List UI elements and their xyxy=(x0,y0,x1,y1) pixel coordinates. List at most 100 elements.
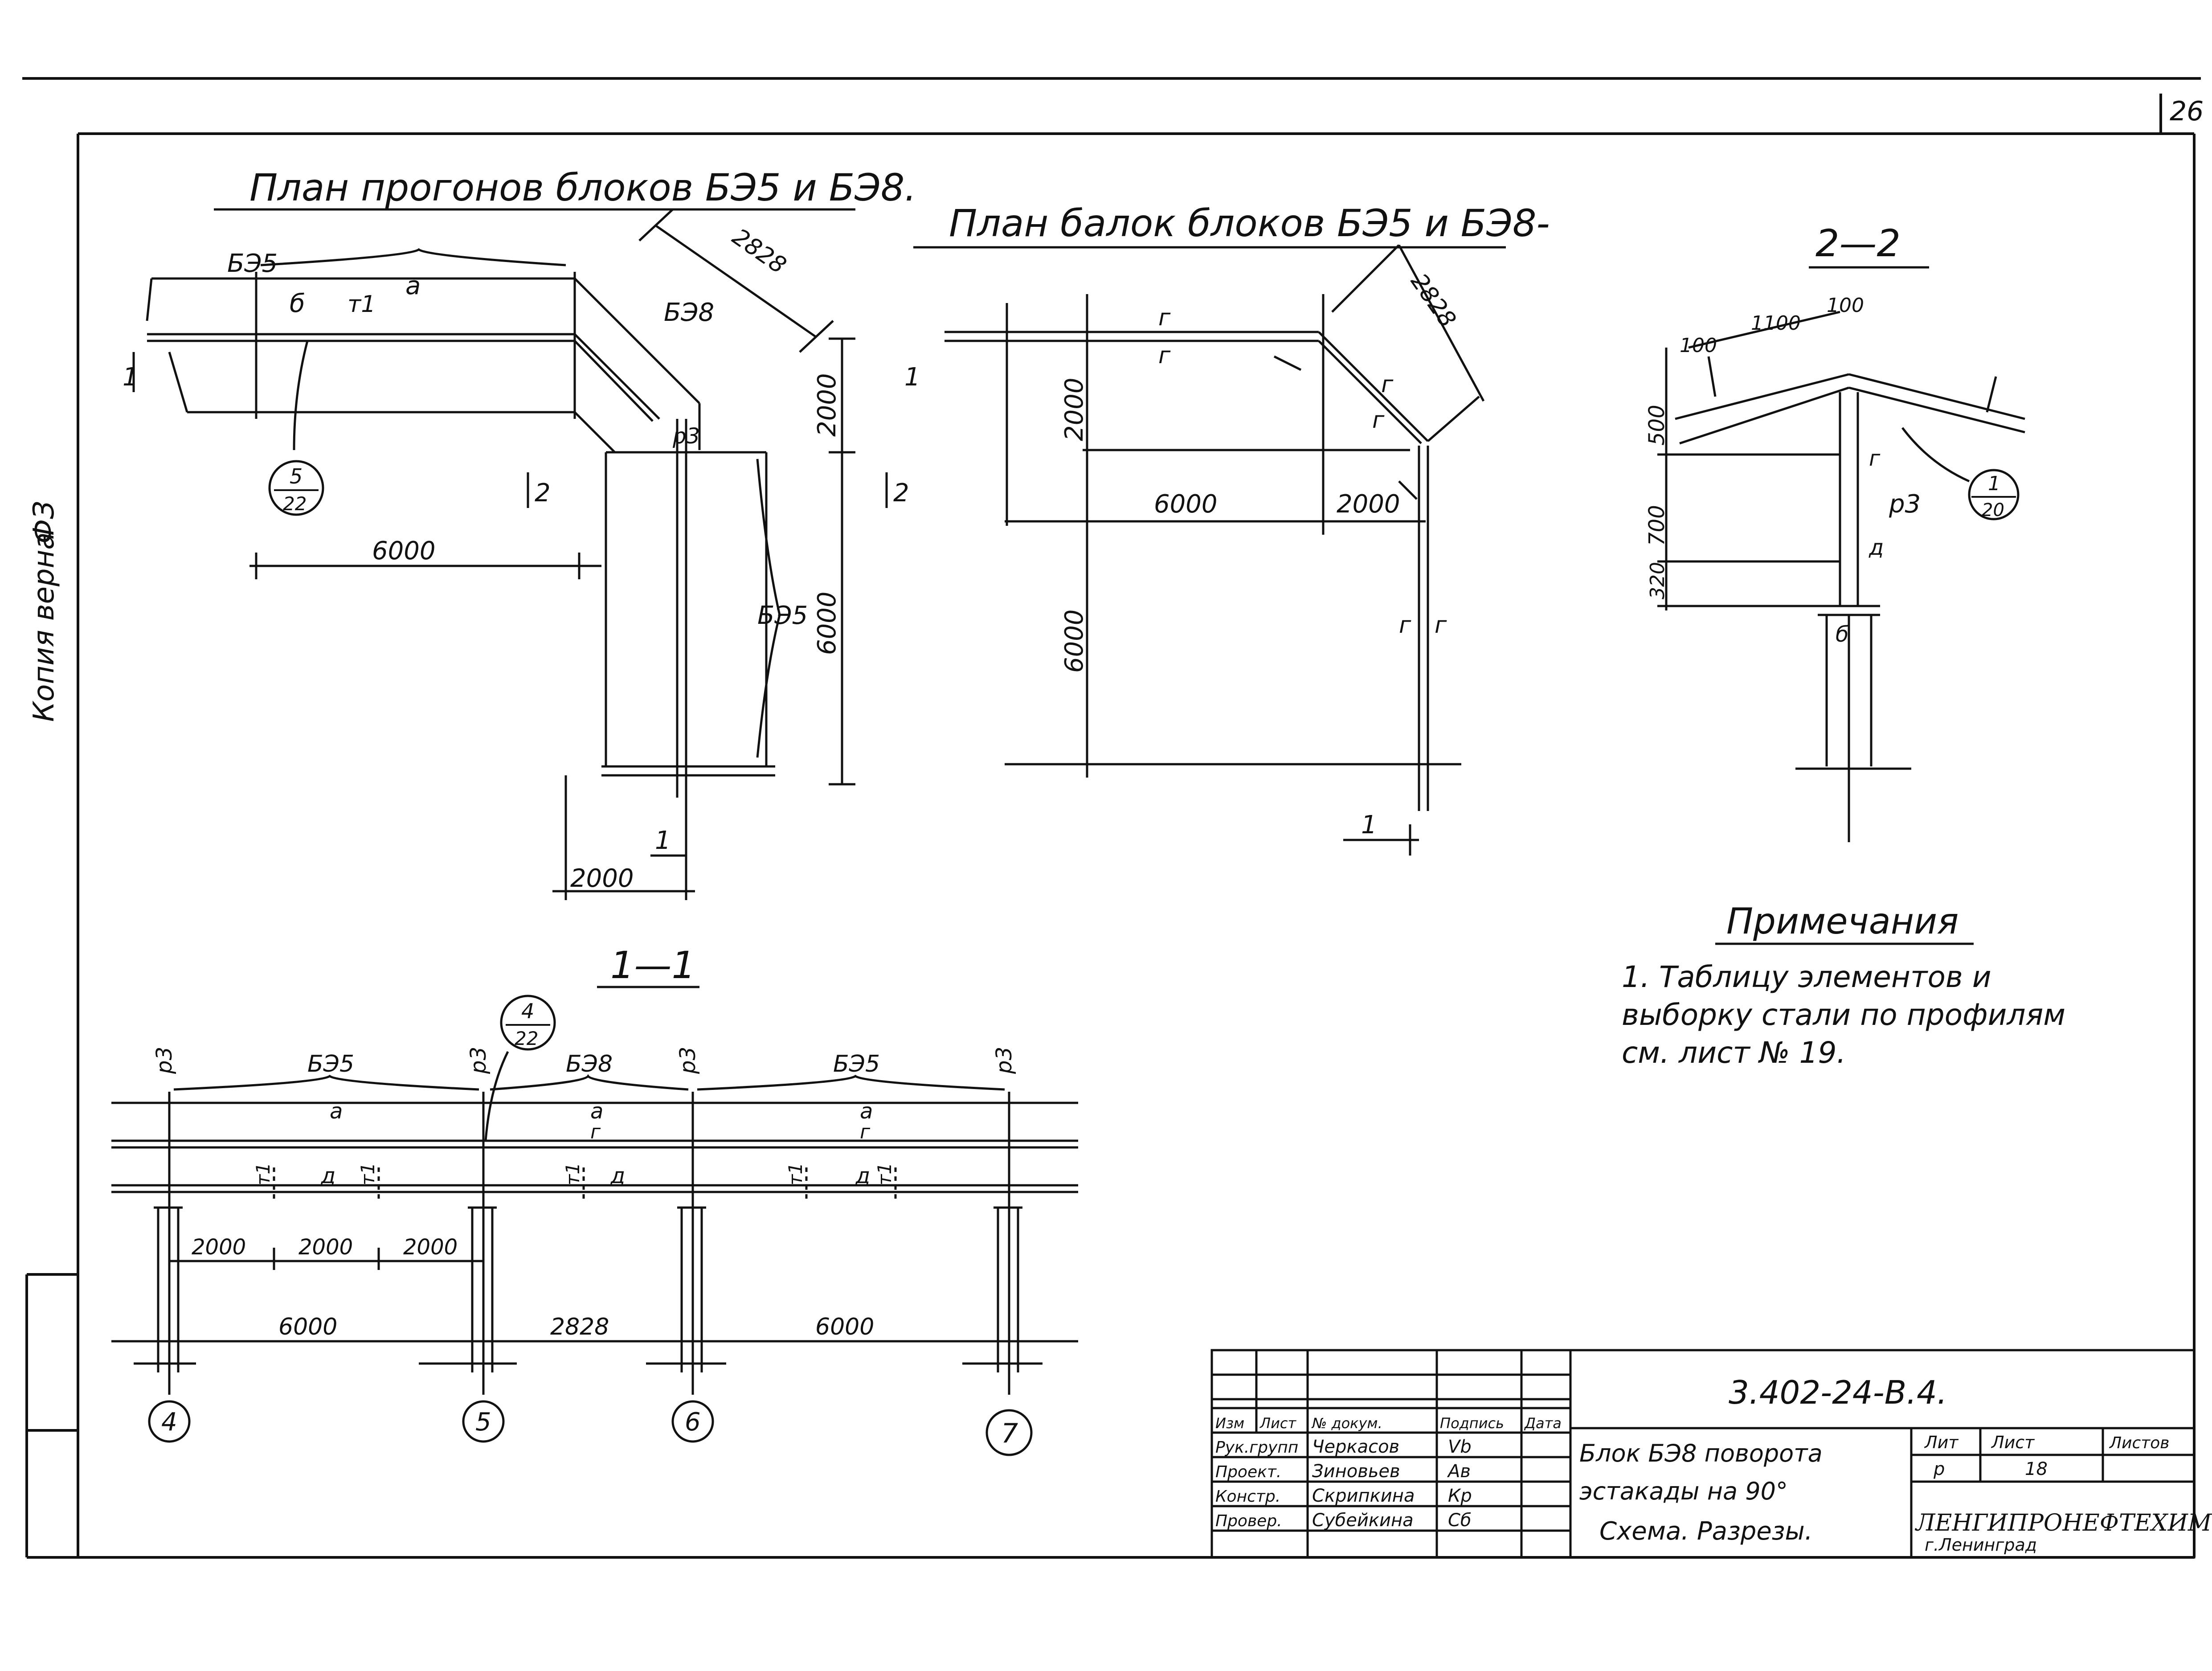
title-block-code: 3.402-24-В.4. xyxy=(1729,1374,1947,1411)
header-date: Дата xyxy=(1524,1415,1562,1432)
s22-label-d: д xyxy=(1869,535,1884,560)
label-member-b: б xyxy=(290,289,305,318)
side-note-signature: ФЗ xyxy=(28,501,61,544)
dim-6000-vertical: 6000 xyxy=(813,591,842,655)
s11-block-be5-1: БЭ5 xyxy=(307,1051,354,1077)
s22-dim-320: 320 xyxy=(1646,562,1669,599)
section-1-1-title: 1—1 xyxy=(610,943,695,987)
beam-label-3: г xyxy=(1381,371,1394,398)
row-2-sign: Ав xyxy=(1447,1461,1471,1482)
row-2-role: Проект. xyxy=(1215,1463,1281,1481)
title-block-stage: Лит Лист Листов р 18 xyxy=(1924,1433,2169,1479)
s11-d-2: д xyxy=(610,1163,625,1188)
callout-circle xyxy=(268,460,324,516)
beam-dim-2828: 2828 xyxy=(1405,269,1461,332)
notes-heading: Примечания xyxy=(1726,901,1958,942)
s11-g-1: г xyxy=(590,1121,601,1143)
s22-label-b: б xyxy=(1836,622,1849,647)
callout-1-20-top: 1 xyxy=(1988,472,2000,495)
section-2-2-labels: г р3 д б xyxy=(1836,446,1921,647)
row-3-sign: Кр xyxy=(1448,1486,1472,1506)
callout-1-20-bottom: 20 xyxy=(1982,500,2004,520)
s11-block-be5-2: БЭ5 xyxy=(833,1051,880,1077)
axis-bubble-7 xyxy=(985,1409,1033,1456)
axis-bubble-6 xyxy=(671,1400,714,1443)
axis-bubble-4 xyxy=(148,1400,191,1443)
section-mark-2-left: 2 xyxy=(535,479,551,508)
title-block-rows: Рук.групп Черкасов Vb Проект. Зиновьев А… xyxy=(1215,1437,1472,1531)
callout-4-22-circle xyxy=(500,995,556,1051)
beam-label-1: г xyxy=(1158,304,1171,331)
section-2-2-geometry xyxy=(1657,311,2025,842)
view-plan-purlins: План прогонов блоков БЭ5 и БЭ8. xyxy=(123,166,916,900)
s11-t1-1: т1 xyxy=(252,1163,274,1185)
section-1-1-member-labels: р3 р3 р3 р3 а а а г г т1 д т1 т1 д т1 д … xyxy=(152,1047,1017,1188)
callout-5-22: 5 22 xyxy=(268,460,324,516)
s11-d-1: д xyxy=(320,1163,335,1188)
view-section-1-1: 1—1 xyxy=(111,943,1078,1456)
beam-dim-6000: 6000 xyxy=(1154,490,1218,519)
plan-beams-section-marks: 1 1 xyxy=(904,363,1377,840)
sheets-header: Листов xyxy=(2109,1434,2169,1452)
sheet-frame xyxy=(22,77,2201,1559)
row-4-role: Провер. xyxy=(1215,1512,1282,1530)
section-1-1-axes: 4 5 6 7 xyxy=(148,1400,1033,1456)
beam-label-2: г xyxy=(1158,342,1171,369)
s11-dim-2000-3: 2000 xyxy=(403,1235,458,1260)
row-3-name: Скрипкина xyxy=(1312,1486,1415,1506)
s11-a-1: а xyxy=(330,1099,343,1124)
row-1-role: Рук.групп xyxy=(1215,1438,1298,1457)
label-block-be5-vertical: БЭ5 xyxy=(757,601,808,630)
section-2-2-title: 2—2 xyxy=(1815,221,1901,265)
label-member-t1: т1 xyxy=(348,291,376,318)
beam-dim-6000-vertical: 6000 xyxy=(1060,609,1089,673)
s11-dim-2000-1: 2000 xyxy=(192,1235,246,1260)
callout-1-20: 1 20 xyxy=(1968,469,2020,520)
beam-section-mark-1-bottom: 1 xyxy=(1361,811,1377,840)
notes-line-3: см. лист № 19. xyxy=(1622,1036,1846,1070)
plan-purlins-title: План прогонов блоков БЭ5 и БЭ8. xyxy=(249,166,916,209)
s22-dim-500: 500 xyxy=(1644,405,1669,446)
axis-label-7: 7 xyxy=(1001,1418,1018,1449)
axis-label-6: 6 xyxy=(685,1408,701,1437)
s11-r3-3: р3 xyxy=(675,1047,700,1074)
row-1-name: Черкасов xyxy=(1312,1437,1399,1457)
s22-dim-1100: 1100 xyxy=(1751,312,1801,335)
s11-dim-2000-2: 2000 xyxy=(298,1235,353,1260)
callout-4-22-bottom: 22 xyxy=(515,1028,538,1049)
plan-beams-member-labels: г г г г г г xyxy=(1158,304,1447,639)
description-line-2: эстакады на 90° xyxy=(1579,1477,1788,1505)
section-1-1-dimensions: 2000 2000 2000 6000 2828 6000 xyxy=(192,1235,874,1340)
s11-dim-6000-2: 6000 xyxy=(815,1314,874,1340)
beam-label-6: г xyxy=(1435,612,1447,639)
plan-purlins-member-labels: БЭ5 БЭ8 БЭ5 а б т1 р3 xyxy=(227,249,808,630)
s11-d-3: д xyxy=(855,1163,870,1188)
axis-label-5: 5 xyxy=(475,1408,491,1437)
callout-bottom: 22 xyxy=(283,493,307,515)
section-1-1-block-labels: БЭ5 БЭ8 БЭ5 xyxy=(307,1051,880,1077)
beam-dim-2000: 2000 xyxy=(1337,490,1400,519)
s11-t1-4: т1 xyxy=(785,1163,806,1185)
title-block: 3.402-24-В.4. Изм Лист № докум. Подпись … xyxy=(1210,1349,2212,1559)
s11-dim-6000-1: 6000 xyxy=(278,1314,337,1340)
plan-beams-title: План балок блоков БЭ5 и БЭ8- xyxy=(949,201,1550,245)
label-block-be5: БЭ5 xyxy=(227,249,278,278)
dim-6000-horizontal: 6000 xyxy=(372,537,436,565)
section-mark-2-right: 2 xyxy=(893,479,909,508)
header-izm: Изм xyxy=(1215,1415,1244,1432)
s11-r3-2: р3 xyxy=(466,1047,491,1074)
row-4-name: Субейкина xyxy=(1312,1510,1414,1531)
side-note: Копия верна ФЗ xyxy=(28,501,61,722)
axis-label-4: 4 xyxy=(161,1408,177,1437)
label-member-r3: р3 xyxy=(672,424,700,449)
header-doc: № докум. xyxy=(1311,1415,1382,1432)
dim-2000-bottom: 2000 xyxy=(570,864,634,893)
section-1-1-geometry xyxy=(111,1051,1078,1395)
callout-1-20-circle xyxy=(1968,469,2020,520)
callout-4-22: 4 22 xyxy=(500,995,556,1051)
beam-section-mark-1-left: 1 xyxy=(904,363,920,392)
notes: Примечания 1. Таблицу элементов и выборк… xyxy=(1622,901,2065,1070)
organization-city: г.Ленинград xyxy=(1925,1535,2037,1555)
s22-label-g: г xyxy=(1869,446,1881,471)
